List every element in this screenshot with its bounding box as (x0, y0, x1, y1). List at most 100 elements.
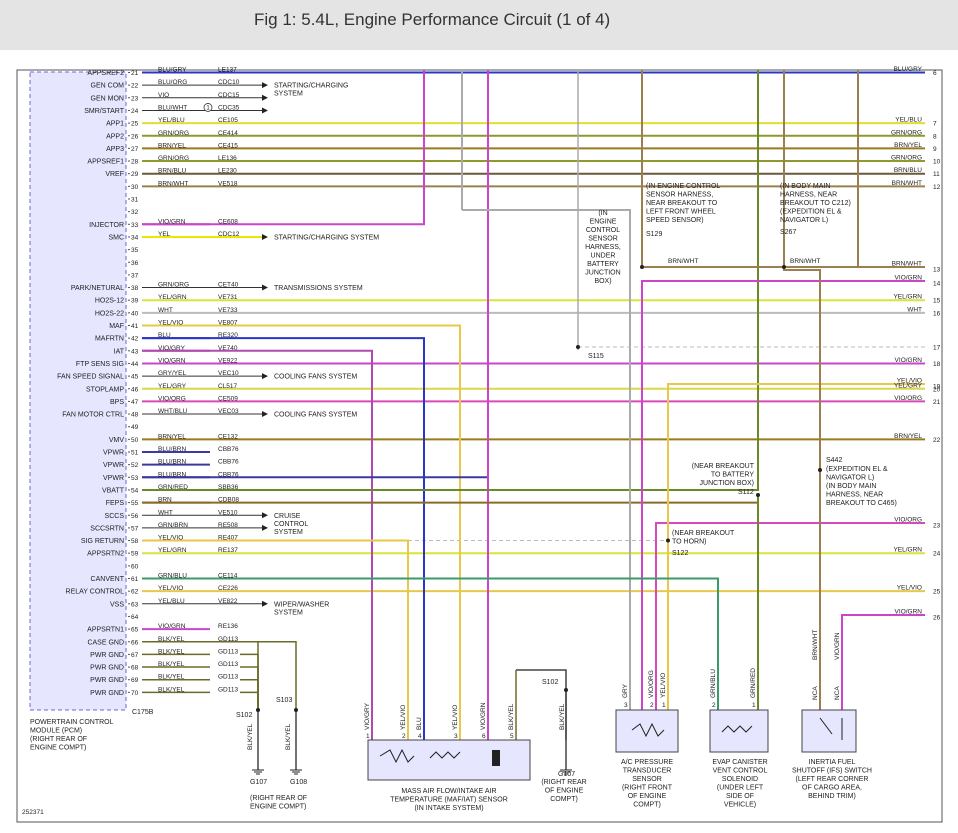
circuit-number: VE922 (218, 357, 238, 364)
pcm-pin-name: VREF (105, 171, 124, 178)
circuit-number: CE414 (218, 130, 238, 137)
splice-dot (294, 708, 298, 712)
pcm-pin-name: APPSRTN1 (87, 627, 124, 634)
pcm-pin-name: STOPLAMP (86, 386, 124, 393)
wire-color-label: VIO/GRN (158, 357, 186, 364)
circuit-number: CDC12 (218, 231, 240, 238)
system-arrow-label: TRANSMISSIONS SYSTEM (274, 285, 363, 292)
wire-color-vertical: VIO/GRY (364, 702, 371, 730)
circuit-number: RE320 (218, 332, 238, 339)
splice-note-s129: SPEED SENSOR) (646, 217, 704, 224)
right-terminal-number: 21 (933, 399, 941, 406)
ifs-switch-label: BEHIND TRIM) (808, 793, 856, 800)
pcm-pin-number: 66 (131, 639, 139, 646)
wire-color-vertical: YEL/VIO (452, 705, 459, 730)
figure-title: Fig 1: 5.4L, Engine Performance Circuit … (254, 10, 611, 29)
wire-color-vertical: VIO/GRN (480, 702, 487, 730)
pcm-pin-number: 30 (131, 184, 139, 191)
right-terminal-number: 23 (933, 523, 941, 530)
pcm-pin-name: VPWR (103, 475, 124, 482)
wire-arrow (262, 600, 268, 607)
wire-arrow (262, 284, 268, 291)
pcm-pin-number: 31 (131, 197, 139, 204)
wire-color-right: BRN/WHT (892, 261, 922, 268)
ground-wire-67 (240, 653, 259, 710)
wire-color-vertical: VIO/ORG (648, 670, 655, 698)
evap-solenoid-label: SIDE OF (726, 793, 754, 800)
wire-color-vertical: BLU (416, 717, 423, 730)
wire-color-right: VIO/GRN (895, 357, 923, 364)
pcm-pin-number: 64 (131, 614, 139, 621)
wire-color-right: VIO/GRN (895, 609, 923, 616)
wire-color-label: GRN/ORG (158, 130, 189, 137)
pcm-pin-name: VSS (110, 601, 124, 608)
wire-color-label: BLU/BRN (158, 446, 186, 453)
splice-label-s112: S112 (738, 489, 754, 496)
wire-arrow (262, 411, 268, 418)
circuit-number: RE137 (218, 547, 238, 554)
pcm-pin-number: 38 (131, 285, 139, 292)
wire-14 (641, 280, 925, 740)
pcm-pin-number: 41 (131, 323, 139, 330)
wire-color-vertical: BLK/YEL (247, 723, 254, 750)
pcm-pin-name: PWR GND (90, 665, 124, 672)
wire-color-label: BRN/YEL (158, 142, 186, 149)
component-pin: 3 (624, 702, 628, 709)
wire-arrow (262, 94, 268, 101)
circuit-number: CE132 (218, 433, 238, 440)
wire-arrow (262, 107, 268, 114)
circuit-number: GD113 (218, 674, 238, 681)
maf-sensor-label: TEMPERATURE (MAF/IAT) SENSOR (390, 797, 508, 804)
splice-note-s442: (EXPEDITION EL & (826, 466, 888, 473)
pcm-pin-number: 33 (131, 222, 139, 229)
circuit-number: LE136 (218, 155, 237, 162)
maf-element-symbol (492, 750, 500, 766)
evap-solenoid-label: (UNDER LEFT (717, 785, 764, 792)
wire-color-label: BRN/WHT (790, 258, 820, 265)
splice-dot (640, 265, 644, 269)
splice-note-s115: SENSOR (588, 236, 618, 243)
pcm-pin-number: 40 (131, 310, 139, 317)
pcm-pin-name: SCCSRTN (90, 525, 124, 532)
wire-injector-run (142, 70, 425, 226)
circuit-number: VE518 (218, 180, 238, 187)
pcm-pin-number: 54 (131, 487, 139, 494)
wire-color-label: YEL/GRN (158, 294, 187, 301)
pcm-pin-number: 60 (131, 563, 139, 570)
splice-note-s442: HARNESS, NEAR (826, 492, 883, 499)
pcm-pin-name: APP2 (106, 133, 124, 140)
right-terminal-number: 10 (933, 159, 941, 166)
pcm-pin-number: 23 (131, 95, 139, 102)
wire-color-right: YEL/BLU (895, 117, 922, 124)
wire-maf-run (142, 324, 461, 740)
pcm-pin-number: 34 (131, 234, 139, 241)
wire-color-label: YEL/BLU (158, 598, 185, 605)
pcm-pin-number: 44 (131, 361, 139, 368)
evap-coil-symbol (721, 725, 753, 733)
splice-dot (564, 688, 568, 692)
wire-color-vertical: YEL/VIO (400, 705, 407, 730)
splice-note-s112: (NEAR BREAKOUT (692, 463, 755, 470)
circuit-number: CBB76 (218, 446, 239, 453)
pcm-pin-name: MAF (109, 323, 124, 330)
wire-color-label: GRN/RED (158, 484, 188, 491)
ground-label-g107: G107 (250, 779, 267, 786)
pcm-pin-number: 52 (131, 462, 139, 469)
pcm-pin-number: 25 (131, 121, 139, 128)
wire-color-label: YEL/VIO (158, 320, 183, 327)
pcm-pin-number: 56 (131, 513, 139, 520)
component-pin: 2 (402, 733, 406, 740)
evap-solenoid-label: EVAP CANISTER (712, 759, 767, 766)
splice-note-s115: (IN (598, 210, 607, 217)
wire-color-label: YEL/GRN (158, 547, 187, 554)
circuit-number: VE733 (218, 307, 238, 314)
pcm-pin-number: 29 (131, 171, 139, 178)
splice-label-s102: S102 (236, 712, 252, 719)
pcm-pin-name: APPSREF2 (87, 70, 124, 77)
component-pin: 1 (752, 702, 756, 709)
component-pin: 4 (418, 733, 422, 740)
pcm-pin-name: FAN SPEED SIGNAL (57, 374, 124, 381)
pcm-pin-number: 70 (131, 690, 139, 697)
pcm-label: MODULE (PCM) (30, 728, 82, 735)
ifs-switch-label: OF CARGO AREA, (802, 785, 862, 792)
